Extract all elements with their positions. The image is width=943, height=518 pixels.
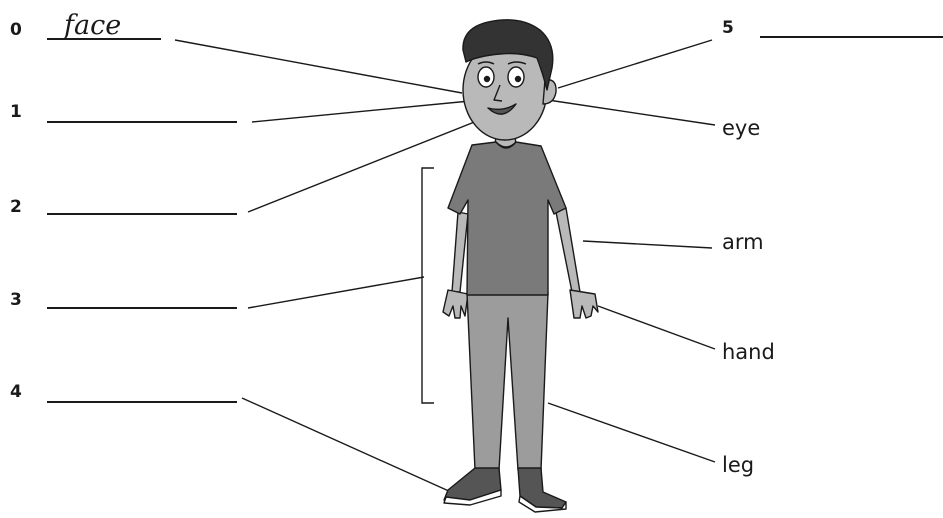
pointer-line-leg: [548, 403, 715, 462]
boy-figure: [443, 20, 598, 512]
right-hand: [570, 290, 598, 318]
pointer-lines: [175, 40, 715, 492]
left-arm: [452, 212, 468, 292]
body-bracket: [422, 168, 434, 403]
right-pupil: [516, 77, 521, 82]
pointer-line-3: [248, 277, 424, 308]
pointer-line-4: [242, 398, 451, 492]
pointer-line-5: [558, 40, 712, 88]
pointer-line-1: [252, 101, 470, 122]
pointer-line-eye: [548, 100, 715, 125]
left-pupil: [485, 77, 490, 82]
left-hand: [443, 290, 468, 318]
pointer-line-hand: [598, 306, 715, 349]
pointer-line-arm: [583, 241, 712, 248]
trousers: [467, 293, 548, 470]
pointer-line-2: [248, 117, 487, 212]
right-arm: [556, 208, 580, 292]
pointer-line-0: [175, 40, 462, 93]
